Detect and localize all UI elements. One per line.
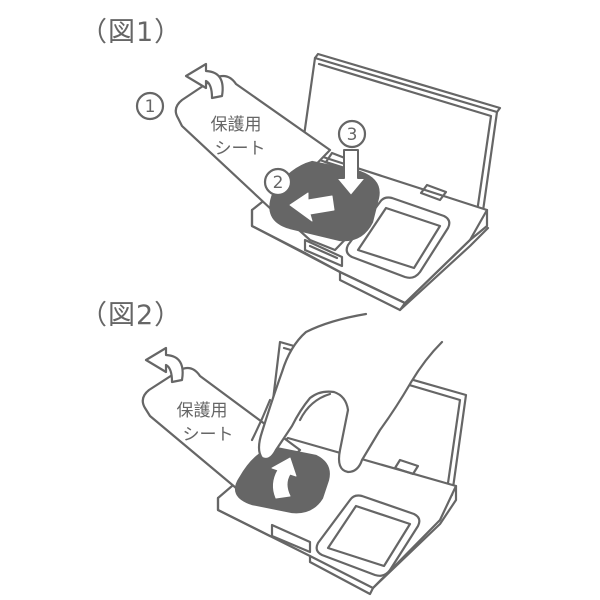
left-arrow-icon — [289, 192, 335, 222]
sheet-label-1-line1: 保護用 — [211, 115, 262, 135]
curved-arrow-icon-2 — [144, 346, 184, 384]
figure-1-title: （図1） — [80, 17, 183, 48]
step-2-circle — [263, 167, 293, 197]
step-number-1: 1 — [145, 97, 156, 117]
curved-arrow-icon-1 — [184, 62, 224, 100]
step-number-3: 3 — [347, 125, 358, 145]
figure-2 — [141, 312, 468, 596]
step-1-circle — [135, 91, 165, 121]
hand-illustration — [250, 312, 444, 474]
sheet-label-1-line2: シート — [215, 139, 266, 159]
step-numbers: 1 2 3 — [145, 97, 358, 193]
down-arrow-icon — [335, 149, 367, 197]
step-1-label: ① — [150, 113, 151, 115]
figure-1 — [135, 52, 502, 312]
sheet-label-2-line1: 保護用 — [177, 401, 228, 421]
figure-2-title: （図2） — [80, 300, 183, 331]
step-3-circle — [337, 119, 367, 149]
sheet-label-2-line2: シート — [183, 425, 234, 445]
step-number-2: 2 — [273, 173, 284, 193]
curved-arrow-icon-3 — [271, 457, 297, 499]
labels: ① 保護用 シート 保護用 シート — [150, 113, 266, 445]
